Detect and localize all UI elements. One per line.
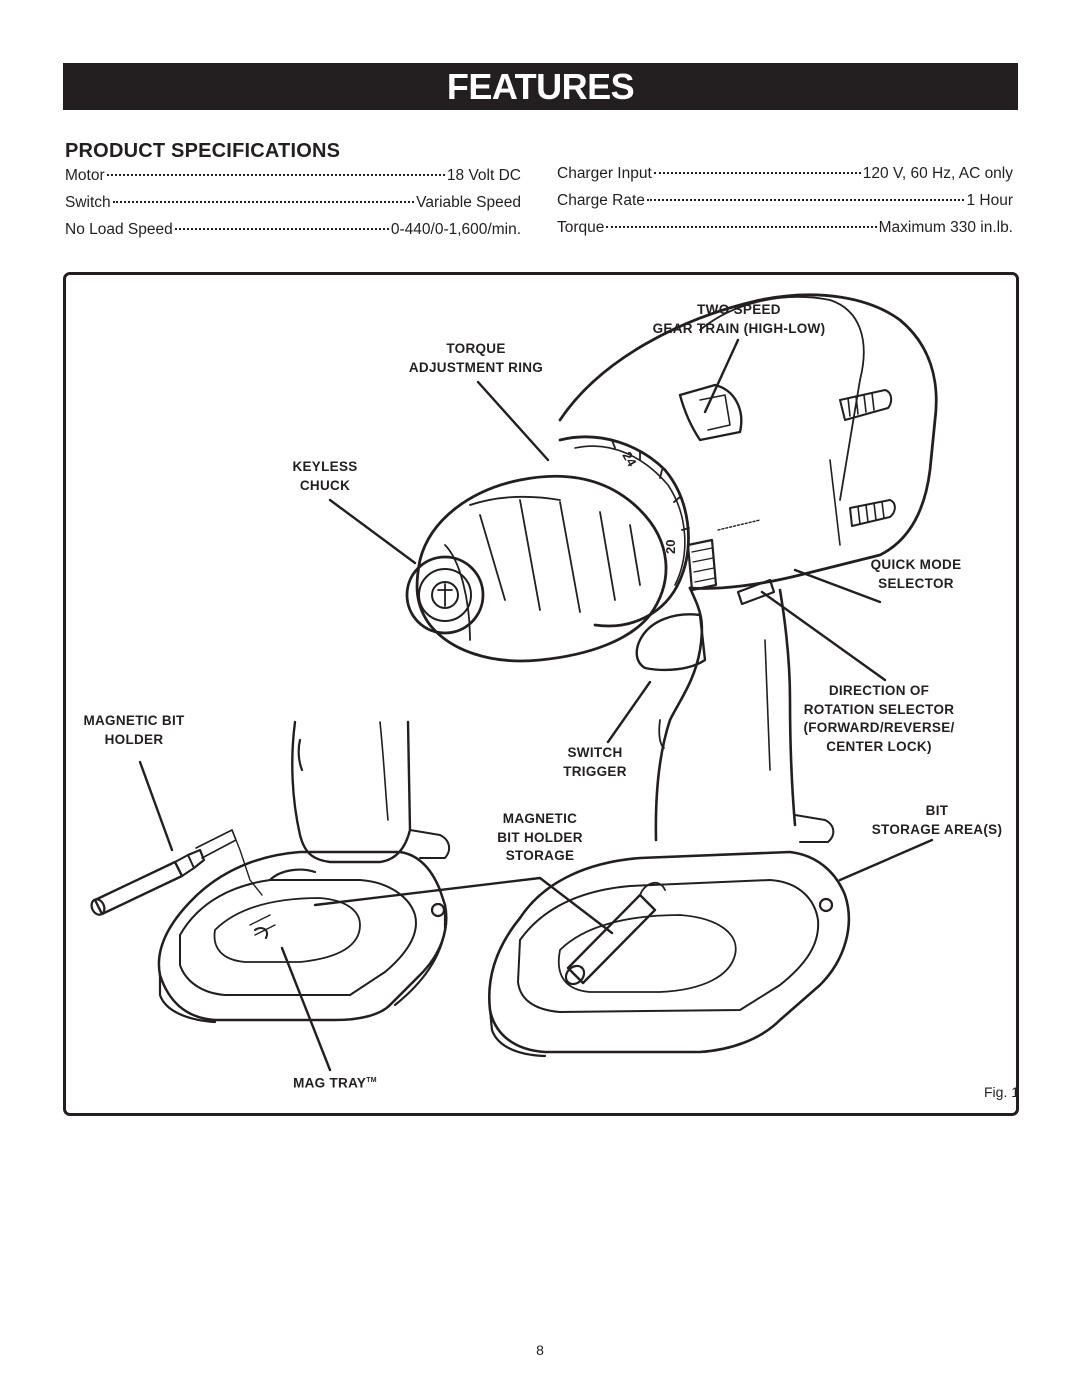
drill-body [405, 293, 938, 1058]
label-keyless-chuck: KEYLESS CHUCK [292, 459, 358, 493]
magnetic-bit-holder-icon [90, 829, 263, 916]
leader-dots [653, 172, 861, 174]
leader-lines [138, 338, 934, 1072]
specs-left-column: Motor 18 Volt DC Switch Variable Speed No … [65, 167, 521, 248]
spec-row-motor: Motor 18 Volt DC [65, 167, 521, 194]
page-number: 8 [536, 1342, 544, 1358]
label-torque-adjustment-ring: TORQUE ADJUSTMENT RING [408, 341, 544, 375]
label-switch-trigger: SWITCH TRIGGER [563, 745, 627, 779]
label-bit-storage-areas: BIT STORAGE AREA(S) [871, 803, 1003, 837]
spec-row-switch: Switch Variable Speed [65, 194, 521, 221]
spec-row-charger-input: Charger Input 120 V, 60 Hz, AC only [557, 165, 1013, 192]
leader-dots [106, 174, 445, 176]
figure-caption: Fig. 1 [984, 1084, 1020, 1100]
spec-label: Charge Rate [557, 192, 645, 209]
leader-dots [606, 226, 877, 228]
label-magnetic-bit-holder-storage: MAGNETIC BIT HOLDER STORAGE [497, 811, 583, 863]
spec-value: 0-440/0-1,600/min. [390, 221, 521, 238]
specs-right-column: Charger Input 120 V, 60 Hz, AC only Charg… [557, 165, 1013, 246]
label-magnetic-bit-holder: MAGNETIC BIT HOLDER [83, 713, 185, 747]
dial-number-20: 20 [663, 540, 678, 554]
label-quick-mode-selector: QUICK MODE SELECTOR [870, 557, 962, 591]
spec-row-torque: Torque Maximum 330 in.lb. [557, 219, 1013, 246]
leader-dots [112, 201, 415, 203]
spec-label: No Load Speed [65, 221, 173, 238]
spec-label: Charger Input [557, 165, 652, 182]
spec-label: Torque [557, 219, 605, 236]
spec-value: Variable Speed [416, 194, 521, 211]
spec-row-charge-rate: Charge Rate 1 Hour [557, 192, 1013, 219]
features-banner: FEATURES [63, 63, 1018, 110]
figure-frame [63, 272, 1019, 1116]
label-two-speed-gear-train: TWO SPEED GEAR TRAIN (HIGH-LOW) [652, 302, 826, 336]
leader-dots [646, 199, 965, 201]
label-mag-tray: MAG TRAYTM [293, 1075, 377, 1091]
spec-value: 120 V, 60 Hz, AC only [862, 165, 1013, 182]
spec-row-no-load-speed: No Load Speed 0-440/0-1,600/min. [65, 221, 521, 248]
product-specifications-title: PRODUCT SPECIFICATIONS [65, 140, 341, 162]
spec-label: Motor [65, 167, 105, 184]
left-drill-base [157, 720, 451, 1024]
label-direction-of-rotation-selector: DIRECTION OF ROTATION SELECTOR (FORWARD/… [803, 683, 955, 754]
leader-dots [174, 228, 389, 230]
trademark-symbol: TM [366, 1077, 377, 1084]
spec-label: Switch [65, 194, 111, 211]
spec-value: 18 Volt DC [446, 167, 521, 184]
spec-value: 1 Hour [966, 192, 1013, 209]
spec-value: Maximum 330 in.lb. [878, 219, 1013, 236]
